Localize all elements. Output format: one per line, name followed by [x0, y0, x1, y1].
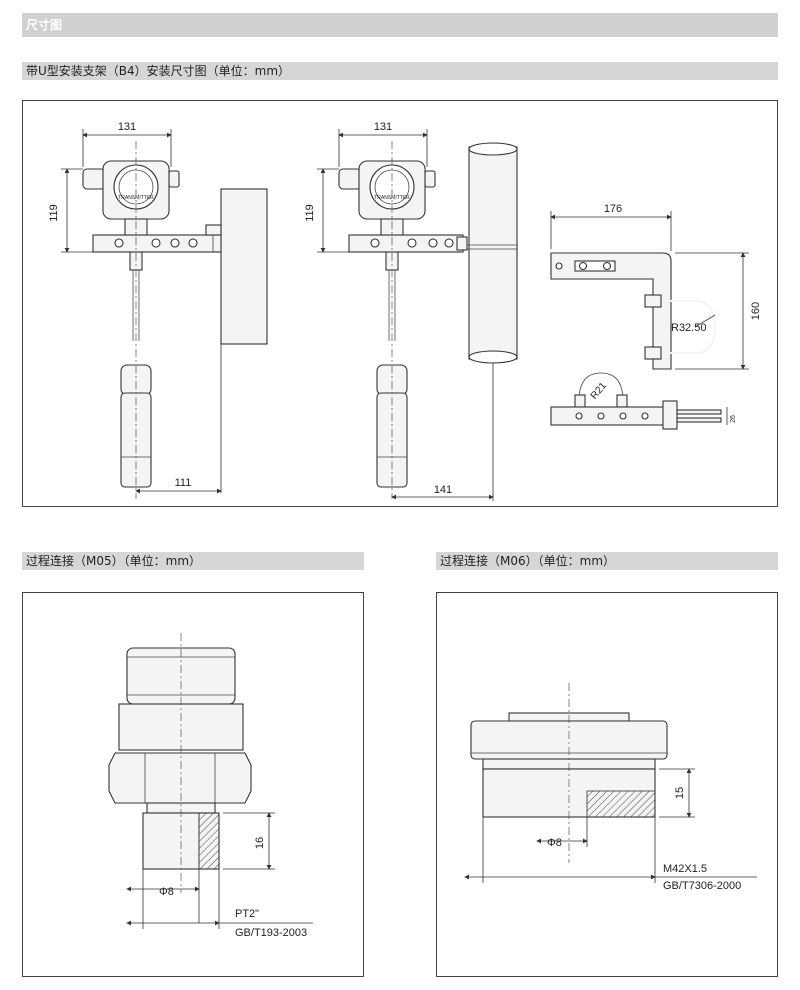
section-header-m06: 过程连接（M06）（单位：mm）: [436, 552, 778, 570]
m06-thread-spec: M42X1.5: [663, 863, 707, 875]
m05-standard: GB/T193-2003: [235, 927, 307, 939]
housing-cover: [113, 164, 159, 210]
dim-radius-ubolt: R21: [589, 380, 610, 401]
bracket-drawing-frame: TRANSMITTER 131 119 111: [22, 100, 778, 507]
page-header: 尺寸图: [22, 13, 778, 37]
bracket-detail-side: R21 26: [550, 372, 737, 430]
section-header-m05: 过程连接（M05）（单位：mm）: [22, 552, 364, 570]
dim-width-bracket: 176: [604, 203, 622, 215]
dim-width-pipe: 131: [374, 121, 392, 133]
m05-dim-bore: Φ8: [159, 886, 174, 898]
dim-height-wall: 119: [48, 204, 60, 222]
m06-dim-bore: Φ8: [547, 837, 562, 849]
wall-plate: [220, 188, 268, 345]
m06-section-hatch: [586, 790, 656, 818]
dim-offset-wall: 111: [175, 477, 192, 489]
m06-dim-length: 15: [674, 787, 686, 799]
dim-thickness: 26: [730, 415, 737, 423]
m05-fitting: 16 Φ8 PT2" GB/T193-2003: [108, 633, 313, 939]
housing-cover: [369, 164, 415, 210]
m06-drawing-frame: 15 Φ8 M42X1.5 GB/T7306-2000: [436, 592, 778, 977]
m05-section-hatch: [198, 812, 220, 870]
m06-standard: GB/T7306-2000: [663, 880, 741, 892]
pipe-mount-transmitter: TRANSMITTER 131 119 141: [304, 121, 518, 501]
m05-thread-spec: PT2": [235, 908, 259, 920]
m05-hex: [108, 752, 252, 804]
m05-drawing: 16 Φ8 PT2" GB/T193-2003: [108, 633, 313, 939]
page-header-title: 尺寸图: [26, 18, 63, 32]
dim-height-pipe: 119: [304, 204, 316, 222]
svg-text:TRANSMITTER: TRANSMITTER: [374, 195, 410, 201]
mounting-pipe: [468, 146, 518, 360]
m05-collar: [118, 703, 244, 751]
svg-text:TRANSMITTER: TRANSMITTER: [118, 195, 154, 201]
m05-drawing-frame: 16 Φ8 PT2" GB/T193-2003: [22, 592, 364, 977]
dim-width-wall: 131: [118, 121, 136, 133]
bracket-drawing: TRANSMITTER 131 119 111: [48, 121, 762, 501]
dim-offset-pipe: 141: [434, 484, 452, 496]
m06-fitting: 15 Φ8 M42X1.5 GB/T7306-2000: [464, 683, 757, 892]
section-header-bracket: 带U型安装支架（B4）安装尺寸图（单位：mm）: [22, 62, 778, 80]
dim-radius-bracket: R32.50: [671, 322, 706, 334]
dim-height-bracket: 160: [750, 302, 762, 320]
m05-dim-length: 16: [254, 837, 266, 849]
bracket-detail-top: R32.50 176 160: [550, 203, 762, 370]
wall-mount-transmitter: TRANSMITTER 131 119 111: [48, 121, 268, 499]
m06-drawing: 15 Φ8 M42X1.5 GB/T7306-2000: [464, 683, 757, 892]
